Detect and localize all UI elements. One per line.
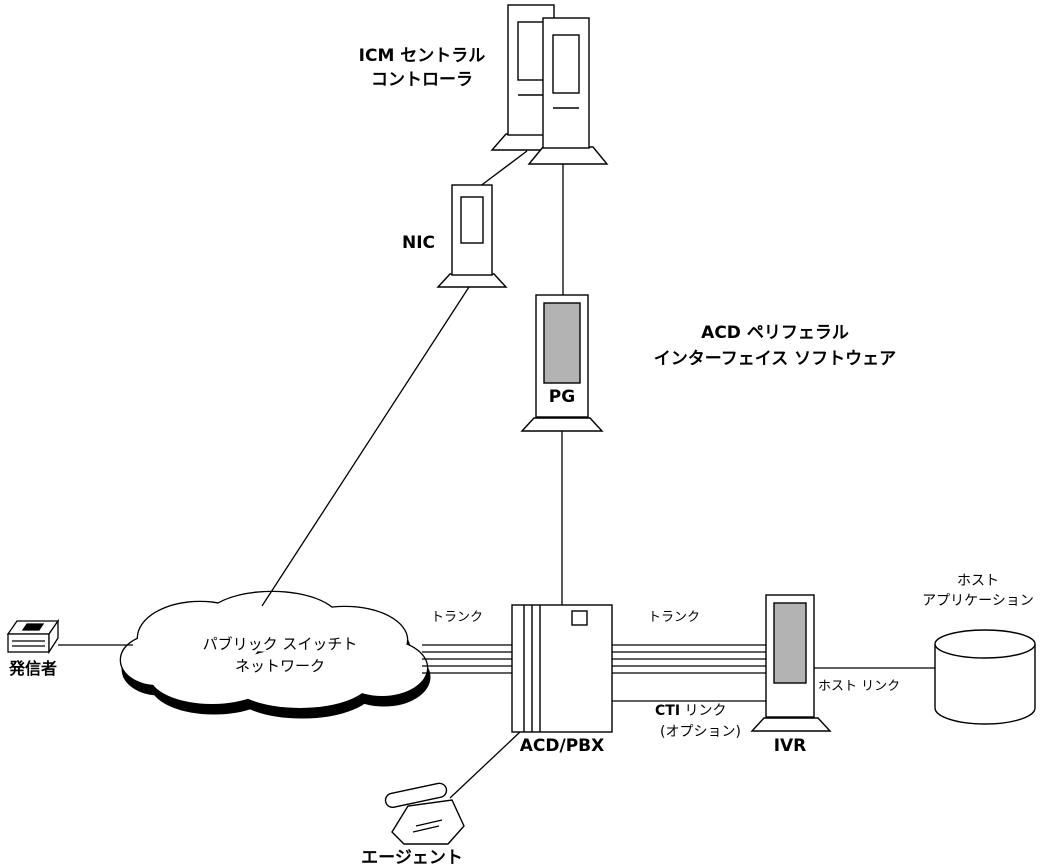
nic-base [436, 273, 508, 288]
db-body [934, 644, 1036, 725]
cloud-label-line2: ネットワーク [234, 657, 325, 675]
cti-label-rest: リンク [680, 703, 727, 719]
caller-label: 発信者 [8, 659, 57, 678]
cti-link-label: CTI リンク (オプション) [655, 701, 741, 743]
icm-central-controller-node [490, 4, 609, 165]
host-application-db [934, 629, 1036, 725]
connection-lines [58, 150, 935, 799]
link-nic-cloud [261, 286, 470, 607]
icm-controller-label: ICM セントラル コントローラ [322, 44, 522, 92]
agent-phone-icon [384, 782, 465, 845]
nic-label: NIC [402, 233, 436, 253]
pg-panel [543, 302, 581, 384]
pg-node [520, 294, 604, 432]
acd-pbx-label: ACD/PBX [519, 736, 605, 756]
link-icm-nic [478, 150, 528, 188]
host-link-label: ホスト リンク [818, 679, 901, 694]
pg-label: PG [548, 387, 576, 407]
agent-label: エージェント [361, 848, 463, 864]
trunk-left-label: トランク [431, 610, 484, 625]
cti-label-bold: CTI [655, 703, 681, 719]
caller-phone-icon [6, 618, 60, 655]
icm-front-screen [552, 34, 580, 94]
acd-peripheral-software-label: ACD ペリフェラル インターフェイス ソフトウェア [619, 320, 931, 372]
nic-screen [460, 196, 484, 244]
link-acdpbx-agent [449, 731, 521, 799]
host-application-label: ホスト アプリケーション [908, 571, 1048, 611]
acdpbx-body [511, 604, 613, 733]
agent-phone-body [391, 799, 465, 845]
db-top [934, 629, 1036, 659]
acd-pbx-node [511, 604, 613, 733]
host-label-line1: ホスト [957, 573, 999, 589]
ivr-panel [773, 602, 807, 684]
ivr-label: IVR [773, 736, 807, 756]
pstn-cloud-label: パブリック スイッチト ネットワーク [180, 633, 380, 677]
acd-sw-line2: インターフェイス ソフトウェア [653, 349, 897, 369]
icm-front-base [527, 146, 609, 165]
trunk-lines-right [612, 644, 766, 674]
acd-sw-line1: ACD ペリフェラル [701, 323, 849, 343]
icm-back-screen [517, 21, 545, 81]
trunk-lines-left [422, 644, 512, 674]
host-label-line2: アプリケーション [922, 593, 1034, 609]
cti-label-line1: CTI リンク [655, 701, 741, 722]
agent-phone-handset [384, 782, 448, 809]
cti-label-line2: (オプション) [660, 724, 741, 740]
acdpbx-detail-square [571, 610, 588, 626]
ivr-node [750, 594, 832, 732]
icm-label-line1: ICM セントラル [358, 46, 486, 66]
pg-base [520, 417, 604, 432]
ivr-base [750, 717, 832, 732]
icm-label-line2: コントローラ [371, 70, 473, 90]
nic-node [436, 184, 508, 288]
trunk-right-label: トランク [648, 610, 701, 625]
cloud-label-line1: パブリック スイッチト [202, 635, 358, 653]
